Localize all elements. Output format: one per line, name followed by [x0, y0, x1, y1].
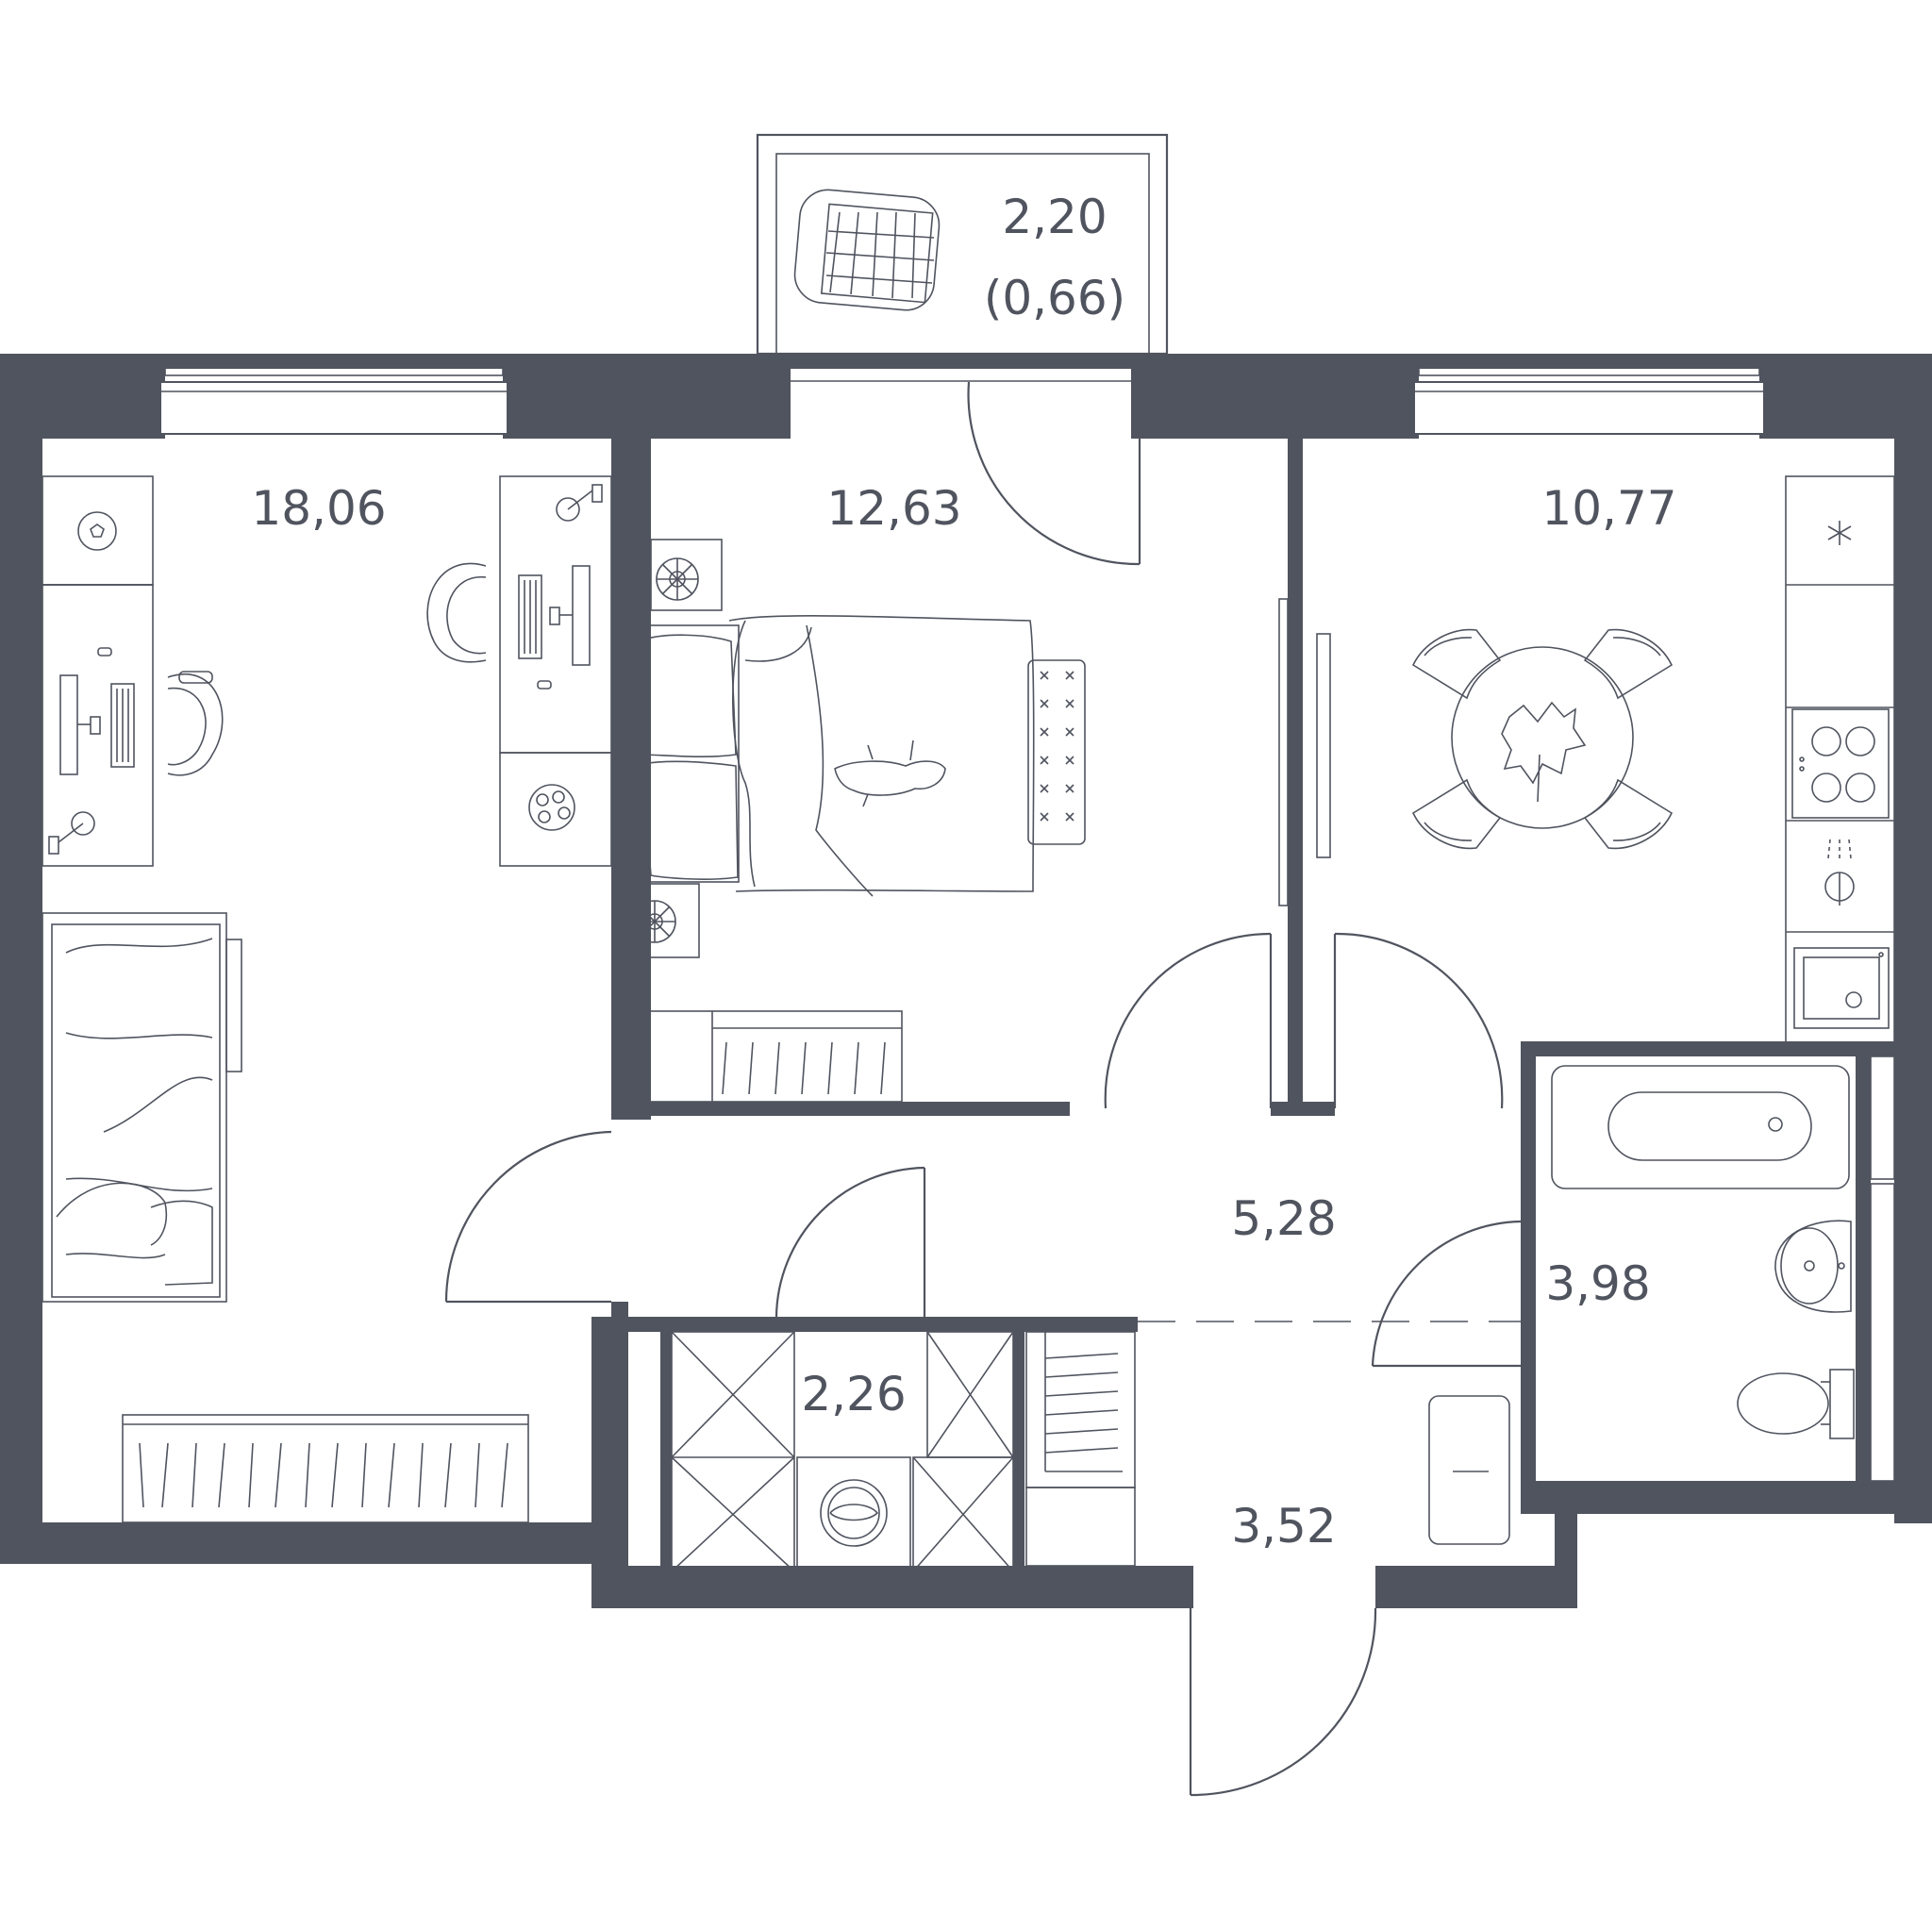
snowflake-icon	[1827, 521, 1852, 545]
toilet-icon	[1737, 1369, 1855, 1439]
wardrobe-icon	[122, 1414, 529, 1523]
fan-icon	[656, 557, 699, 601]
wardrobe-icon	[627, 1010, 903, 1103]
entrance-area-label: 3,52	[1231, 1499, 1336, 1554]
bed-icon	[42, 912, 242, 1303]
desk-chair-icon	[167, 671, 224, 776]
bedroom-furniture	[627, 539, 1289, 1103]
bedroom-area-label: 12,63	[826, 481, 961, 536]
desk-lamp-icon	[48, 811, 95, 855]
tv-icon	[1278, 598, 1289, 906]
windows	[159, 356, 1765, 435]
bathroom-furniture	[1428, 1055, 1895, 1545]
keyboard-icon	[518, 574, 542, 659]
laundry-basket-icon	[793, 189, 941, 311]
faucet-icon	[1824, 839, 1855, 906]
storage-furniture	[671, 1331, 1014, 1572]
doors	[444, 381, 1522, 1797]
stove-icon	[1791, 708, 1890, 819]
desk-chair-icon	[426, 562, 487, 663]
monitor-icon	[549, 565, 591, 666]
balcony-area-label: 2,20	[1002, 190, 1107, 244]
plant-icon	[528, 784, 575, 831]
balcony-sub-area-label: (0,66)	[984, 271, 1125, 325]
bed-icon	[627, 615, 1035, 897]
desk-lamp-icon	[556, 484, 603, 522]
bathroom-area-label: 3,98	[1545, 1256, 1650, 1311]
fan-icon	[633, 900, 676, 943]
sink-icon	[1793, 947, 1890, 1029]
kitchen-area-label: 10,77	[1541, 481, 1676, 536]
storage-area-label: 2,26	[801, 1367, 906, 1421]
entrance-furniture	[1025, 1331, 1136, 1567]
keyboard-icon	[110, 683, 135, 768]
kitchen-furniture	[1316, 475, 1895, 1043]
room-left-area-label: 18,06	[251, 481, 386, 536]
room-left-furniture	[42, 475, 612, 1523]
walls	[0, 354, 1932, 1608]
washing-machine-icon	[796, 1456, 911, 1570]
pillow-pattern-icon	[1027, 659, 1086, 845]
sink-icon	[1774, 1220, 1852, 1313]
shoe-bench-icon	[1025, 1331, 1136, 1567]
washer-basket-icon	[1428, 1395, 1510, 1545]
cat-icon	[834, 740, 946, 807]
room-labels: 2,20 (0,66) 18,06 12,63 10,77 5,28 3,98 …	[251, 190, 1676, 1554]
monitor-icon	[59, 674, 101, 775]
hallway-area-label: 5,28	[1231, 1191, 1336, 1246]
dining-table-icon	[1411, 628, 1674, 850]
soccer-ball-icon	[77, 511, 117, 551]
bathtub-icon	[1551, 1065, 1850, 1189]
